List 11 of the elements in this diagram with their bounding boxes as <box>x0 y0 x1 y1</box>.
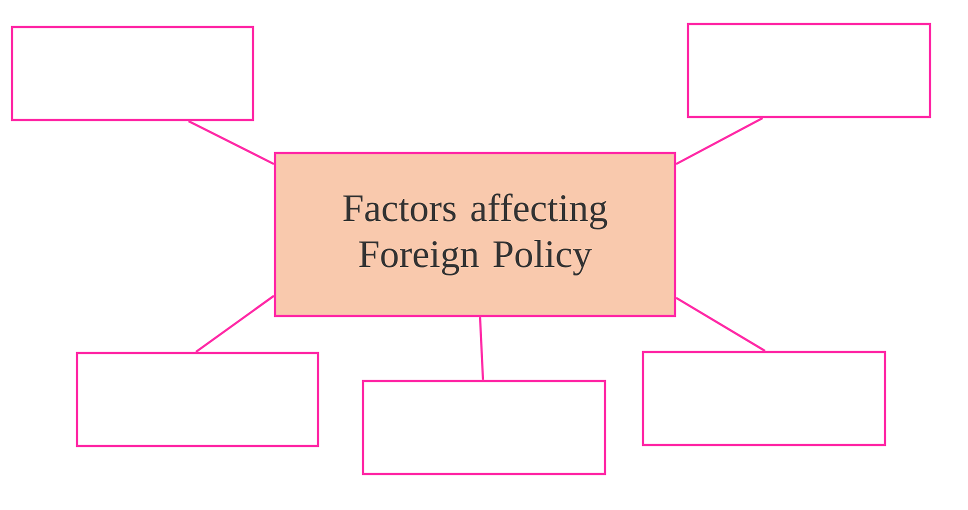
empty-box <box>686 22 932 118</box>
connector-line <box>676 296 766 352</box>
empty-box <box>642 350 886 446</box>
empty-box <box>76 352 320 448</box>
connector-line <box>676 117 764 166</box>
connector-line <box>195 294 275 353</box>
empty-box <box>10 26 254 122</box>
connector-line <box>188 120 274 166</box>
connector-line <box>478 317 484 380</box>
topic-box: Factors affecting Foreign Policy <box>274 152 676 318</box>
empty-box <box>362 380 606 476</box>
